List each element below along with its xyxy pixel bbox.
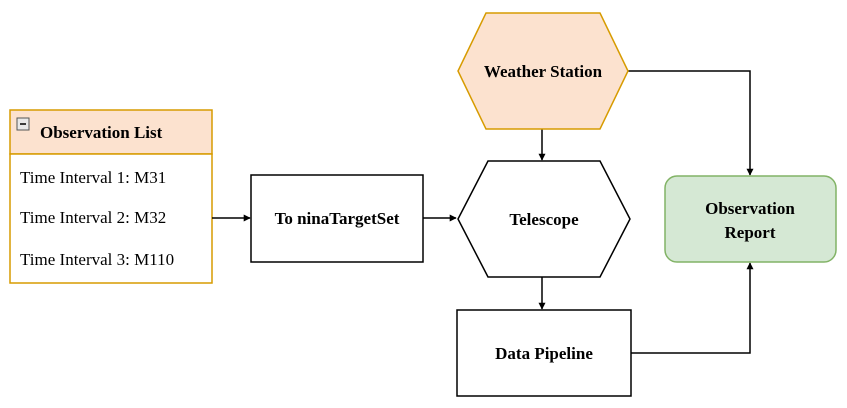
list-item-3[interactable]: Time Interval 3: M110: [20, 250, 174, 269]
edge-pipeline-to-report: [631, 262, 754, 354]
observation-list-header: [9, 109, 213, 155]
list-item-2[interactable]: Time Interval 2: M32: [20, 208, 166, 227]
data-pipeline-box[interactable]: Data Pipeline: [456, 309, 632, 397]
observation-report-label-line2: Report: [725, 223, 776, 242]
target-set-box[interactable]: To ninaTargetSet: [250, 174, 424, 263]
observation-report-node[interactable]: Observation Report: [664, 175, 837, 263]
telescope-label: Telescope: [509, 210, 579, 229]
weather-station-node[interactable]: Weather Station: [457, 12, 629, 130]
list-item-1[interactable]: Time Interval 1: M31: [20, 168, 166, 187]
minus-square-icon[interactable]: [16, 117, 30, 131]
edges: [212, 70, 754, 354]
weather-station-label: Weather Station: [484, 62, 603, 81]
edge-weather-to-report: [628, 70, 754, 176]
observation-report-label-line1: Observation: [705, 199, 795, 218]
observation-list-body: [9, 153, 213, 284]
observation-list-title: Observation List: [40, 123, 163, 142]
target-set-label: To ninaTargetSet: [275, 209, 400, 228]
telescope-node[interactable]: Telescope: [457, 160, 631, 278]
observation-list[interactable]: Observation List Time Interval 1: M31 Ti…: [9, 109, 213, 284]
data-pipeline-label: Data Pipeline: [495, 344, 593, 363]
